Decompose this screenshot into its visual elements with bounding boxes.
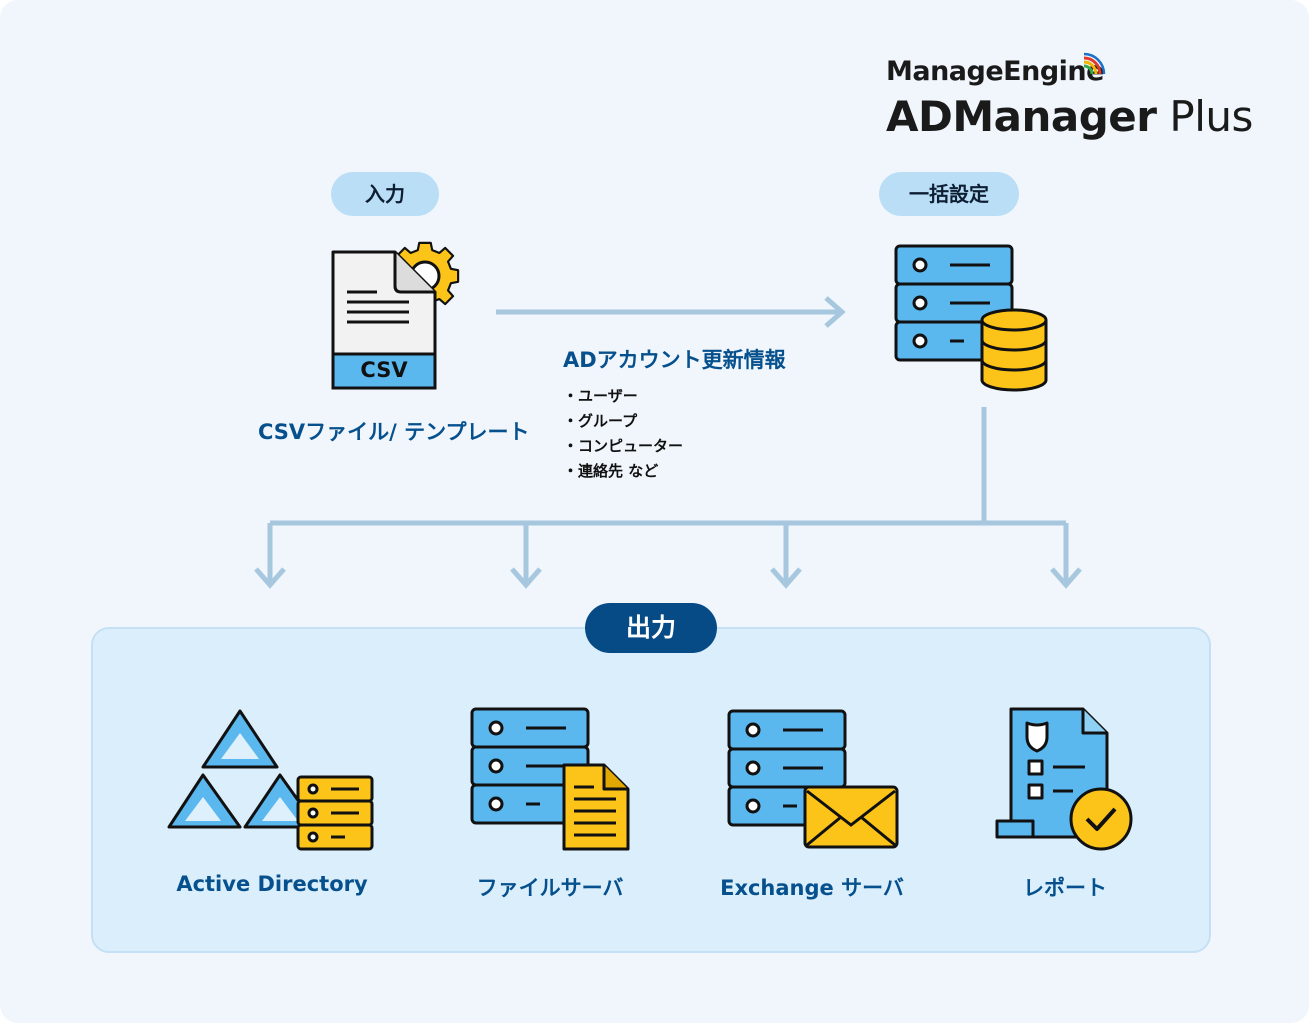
server-database-icon — [894, 244, 1048, 392]
brand-product-bold: ADManager — [886, 92, 1157, 141]
brand-arc-icon — [1083, 52, 1106, 75]
flow-item: コンピューター — [563, 434, 683, 459]
input-pill: 入力 — [331, 172, 439, 216]
brand-company-name: ManageEngine — [886, 56, 1104, 87]
brand-product-light: Plus — [1169, 92, 1253, 141]
csv-caption: CSVファイル/ テンプレート — [258, 420, 530, 444]
flow-title: ADアカウント更新情報 — [563, 348, 786, 372]
exchange-server-icon — [727, 709, 899, 849]
output-label-exchange-server: Exchange サーバ — [720, 876, 904, 900]
file-server-icon — [470, 707, 630, 851]
flow-item: グループ — [563, 409, 683, 434]
brand-company: ManageEngine — [886, 56, 1104, 87]
flow-arrow-right — [496, 296, 846, 328]
csv-badge-label: CSV — [360, 358, 408, 382]
flow-items-list: ユーザー グループ コンピューター 連絡先 など — [563, 384, 683, 484]
brand-product: ADManager Plus — [886, 92, 1253, 141]
output-connector — [254, 407, 1082, 589]
active-directory-icon — [167, 709, 374, 851]
output-label-report: レポート — [1023, 876, 1107, 900]
flow-item: 連絡先 など — [563, 459, 683, 484]
output-label-active-directory: Active Directory — [176, 872, 368, 896]
csv-file-icon — [331, 241, 460, 390]
output-label-file-server: ファイルサーバ — [476, 876, 624, 900]
flow-item: ユーザー — [563, 384, 683, 409]
bulk-settings-pill: 一括設定 — [879, 172, 1019, 216]
report-icon — [995, 707, 1133, 851]
output-pill: 出力 — [585, 603, 717, 653]
